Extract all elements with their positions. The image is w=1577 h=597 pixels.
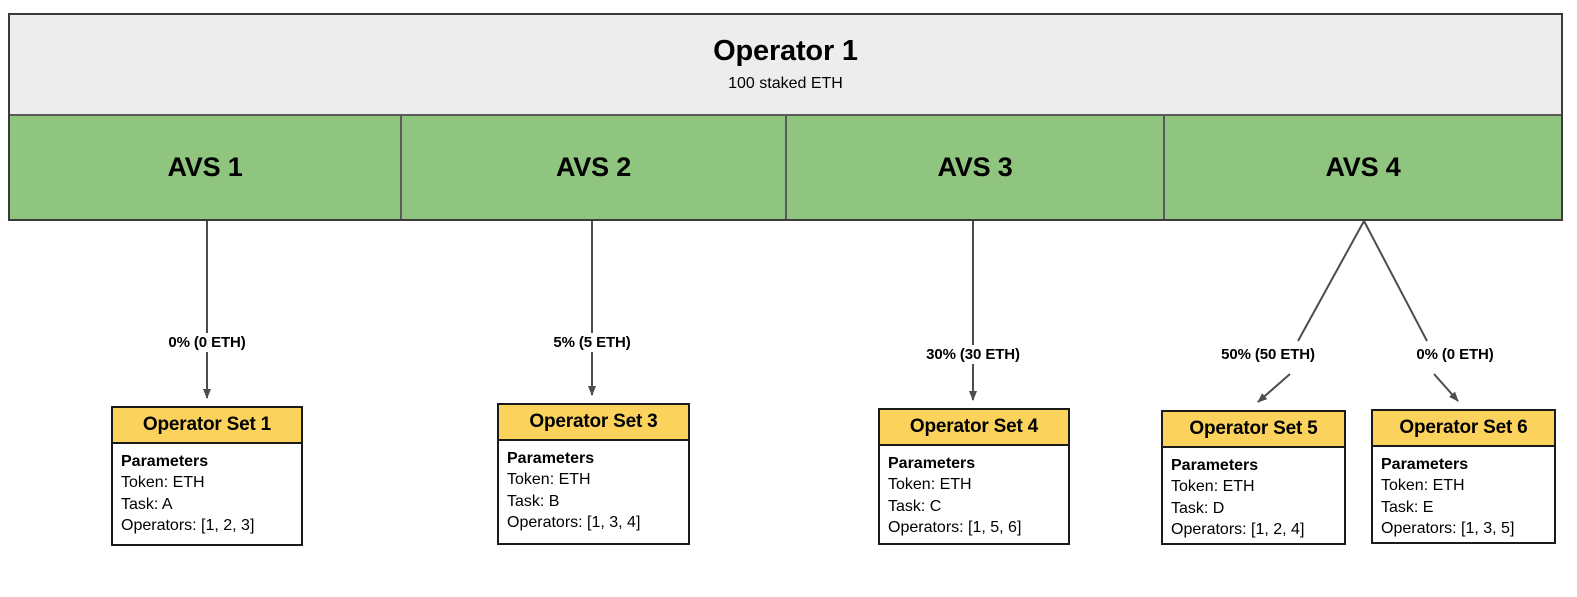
edge-label-avs1: 0% (0 ETH) [168,334,246,351]
avs-cell-4[interactable]: AVS 4 [1165,116,1561,219]
operator-set-title-5: Operator Set 5 [1163,412,1344,448]
token-line-3: Token: ETH [507,471,591,489]
task-line-6: Task: E [1381,498,1434,516]
edge-label-avs4-left: 50% (50 ETH) [1221,346,1315,363]
token-line-5: Token: ETH [1171,478,1255,496]
avs-cell-3[interactable]: AVS 3 [787,116,1165,219]
operator-set-body-5: Parameters Token: ETH Task: D Operators:… [1163,448,1344,546]
operator-set-card-1[interactable]: Operator Set 1 Parameters Token: ETH Tas… [111,406,303,546]
edge-label-avs4-right: 0% (0 ETH) [1416,346,1494,363]
edge-avs4-opset6 [1363,220,1458,401]
avs-cell-2[interactable]: AVS 2 [402,116,787,219]
operator-set-title-4: Operator Set 4 [880,410,1068,446]
parameters-label-4: Parameters [888,455,976,472]
task-line-4: Task: C [888,497,942,515]
operator-set-card-4[interactable]: Operator Set 4 Parameters Token: ETH Tas… [878,408,1070,545]
operator-set-card-6[interactable]: Operator Set 6 Parameters Token: ETH Tas… [1371,409,1556,544]
operators-line-1: Operators: [1, 2, 3] [121,516,255,534]
operator-set-body-3: Parameters Token: ETH Task: B Operators:… [499,441,688,539]
operator-title: Operator 1 [713,35,858,68]
task-line-3: Task: B [507,492,560,510]
operator-set-body-4: Parameters Token: ETH Task: C Operators:… [880,446,1068,544]
operator-set-body-1: Parameters Token: ETH Task: A Operators:… [113,444,301,542]
token-line-6: Token: ETH [1381,477,1465,495]
edge-label-avs3: 30% (30 ETH) [926,346,1020,363]
operators-line-3: Operators: [1, 3, 4] [507,513,641,531]
token-line-4: Token: ETH [888,476,972,494]
operator-container: Operator 1 100 staked ETH AVS 1 AVS 2 AV… [8,13,1563,221]
operator-set-card-3[interactable]: Operator Set 3 Parameters Token: ETH Tas… [497,403,690,545]
token-line-1: Token: ETH [121,474,205,492]
operator-staked-eth: 100 staked ETH [728,75,843,93]
parameters-label-1: Parameters [121,453,209,470]
edge-avs4-opset5 [1258,220,1365,402]
operator-set-title-3: Operator Set 3 [499,405,688,441]
parameters-label-6: Parameters [1381,456,1469,473]
parameters-label-5: Parameters [1171,457,1259,474]
task-line-5: Task: D [1171,499,1225,517]
operator-header: Operator 1 100 staked ETH [10,15,1561,116]
parameters-label-3: Parameters [507,450,595,467]
operator-set-title-6: Operator Set 6 [1373,411,1554,447]
operators-line-4: Operators: [1, 5, 6] [888,518,1022,536]
operators-line-5: Operators: [1, 2, 4] [1171,520,1305,538]
operator-set-title-1: Operator Set 1 [113,408,301,444]
avs-row: AVS 1 AVS 2 AVS 3 AVS 4 [10,116,1561,219]
operators-line-6: Operators: [1, 3, 5] [1381,519,1515,537]
task-line-1: Task: A [121,495,173,513]
operator-set-card-5[interactable]: Operator Set 5 Parameters Token: ETH Tas… [1161,410,1346,545]
avs-cell-1[interactable]: AVS 1 [10,116,402,219]
operator-set-body-6: Parameters Token: ETH Task: E Operators:… [1373,447,1554,545]
edge-label-avs2: 5% (5 ETH) [553,334,631,351]
